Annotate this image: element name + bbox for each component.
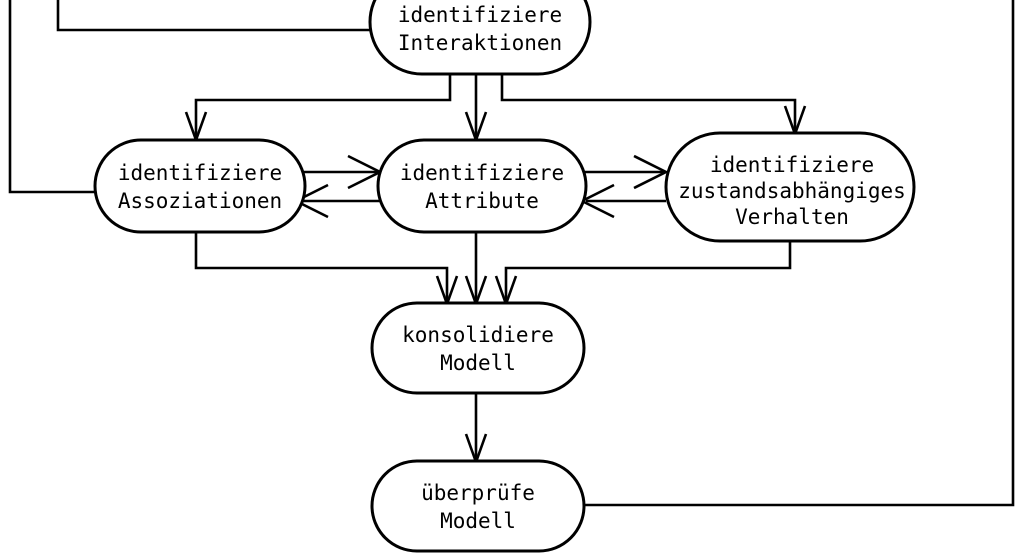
node-label-assoziationen-line1: identifiziere	[118, 161, 282, 185]
edge-interaktionen-to-verhalten	[500, 74, 797, 132]
node-label-attribute-line2: Attribute	[425, 189, 539, 213]
edge-ueberpruefe-feedback-right	[584, 0, 1015, 507]
node-konsolidiere-modell[interactable]: konsolidiere Modell	[370, 301, 586, 395]
node-label-interaktionen-line2: Interaktionen	[398, 31, 562, 55]
edge-verhalten-to-konsolidiere	[504, 240, 792, 302]
node-identifiziere-assoziationen[interactable]: identifiziere Assoziationen	[93, 138, 307, 234]
node-identifiziere-interaktionen[interactable]: identifiziere Interaktionen	[368, 0, 592, 76]
node-shape-ueberpruefe	[370, 459, 586, 553]
edge-assoziationen-feedback-left	[8, 0, 95, 194]
node-label-assoziationen-line2: Assoziationen	[118, 189, 282, 213]
node-label-attribute-line1: identifiziere	[400, 161, 564, 185]
node-label-konsolidiere-line2: Modell	[440, 351, 516, 375]
node-label-ueberpruefe-line2: Modell	[440, 509, 516, 533]
edges-layer	[8, 0, 1015, 507]
nodes-layer: identifiziere Interaktionen identifizier…	[93, 0, 916, 553]
node-label-ueberpruefe-line1: überprüfe	[421, 481, 535, 505]
node-shape-interaktionen	[368, 0, 592, 76]
node-label-verhalten-line3: Verhalten	[735, 205, 849, 229]
node-label-verhalten-line2: zustandsabhängiges	[678, 179, 906, 203]
node-label-konsolidiere-line1: konsolidiere	[402, 323, 554, 347]
node-label-verhalten-line1: identifiziere	[710, 153, 874, 177]
edge-interaktionen-to-assoziationen	[194, 74, 452, 138]
node-shape-verhalten	[664, 131, 916, 243]
node-shape-assoziationen	[93, 138, 307, 234]
node-identifiziere-zustandsabhaengiges-verhalten[interactable]: identifiziere zustandsabhängiges Verhalt…	[664, 131, 916, 243]
arrowhead-verhalten-left-in	[633, 154, 669, 190]
node-identifiziere-attribute[interactable]: identifiziere Attribute	[376, 138, 588, 234]
node-shape-konsolidiere	[370, 301, 586, 395]
node-ueberpruefe-modell[interactable]: überprüfe Modell	[370, 459, 586, 553]
edge-interaktionen-feedback-left	[56, 0, 372, 32]
edge-assoziationen-to-konsolidiere	[194, 232, 449, 302]
node-label-interaktionen-line1: identifiziere	[398, 3, 562, 27]
node-shape-attribute	[376, 138, 588, 234]
